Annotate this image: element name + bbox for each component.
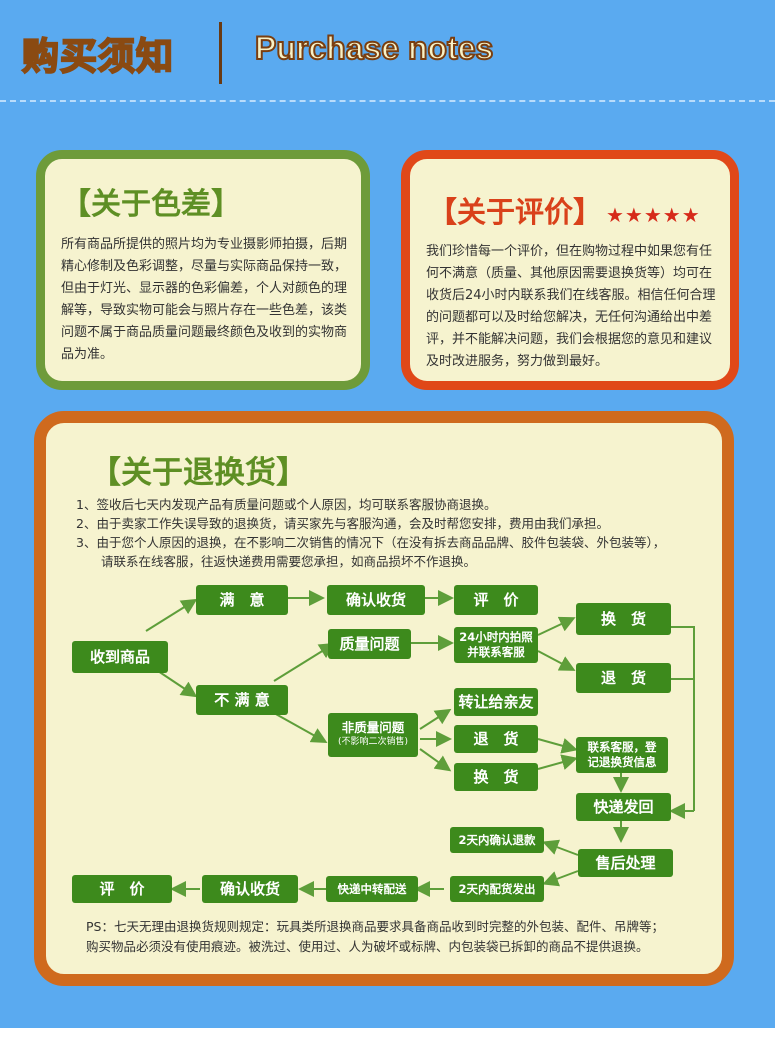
flow-box-exchange-2: 换 货 bbox=[454, 763, 538, 791]
return-rule: 2、由于卖家工作失误导致的退换货，请买家先与客服沟通，会及时帮您安排，费用由我们… bbox=[76, 516, 609, 531]
flow-box-refund-2: 退 货 bbox=[454, 725, 538, 753]
arrow-refund2-contact bbox=[537, 738, 578, 754]
return-rule: 3、由于您个人原因的退换，在不影响二次销售的情况下（在没有拆去商品品牌、胶件包装… bbox=[76, 535, 666, 550]
flow-box-confirm-receipt: 确认收货 bbox=[327, 585, 425, 615]
arrow-to-exchange2 bbox=[419, 748, 452, 772]
flow-box-exchange: 换 货 bbox=[576, 603, 671, 635]
flow-box-refund-2days: 2天内确认退款 bbox=[450, 827, 544, 853]
dashed-divider bbox=[0, 100, 775, 102]
color-difference-heading: 【关于色差】 bbox=[61, 187, 241, 222]
return-exchange-heading: 【关于退换货】 bbox=[90, 455, 307, 491]
color-difference-text: 所有商品所提供的照片均为专业摄影师拍摄，后期精心修制及色彩调整，尽量与实际商品保… bbox=[61, 237, 348, 362]
return-rule: 1、签收后七天内发现产品有质量问题或个人原因，均可联系客服协商退换。 bbox=[76, 497, 497, 512]
flow-box-contact-register: 联系客服，登 记退换货信息 bbox=[576, 737, 668, 773]
review-text: 我们珍惜每一个评价，但在购物过程中如果您有任何不满意（质量、其他原因需要退换货等… bbox=[426, 244, 716, 369]
return-rules: 1、签收后七天内发现产品有质量问题或个人原因，均可联系客服协商退换。 2、由于卖… bbox=[76, 495, 665, 571]
flow-box-refund: 退 货 bbox=[576, 663, 671, 693]
flow-box-unsatisfied: 不 满 意 bbox=[196, 685, 288, 715]
flow-box-express-transit: 快递中转配送 bbox=[326, 876, 418, 902]
flow-box-satisfied: 满 意 bbox=[196, 585, 288, 615]
ps-line: PS：七天无理由退换货规则规定：玩具类所退换商品要求具备商品收到时完整的外包装、… bbox=[86, 919, 664, 934]
arrow-to-satisfied bbox=[145, 598, 198, 632]
arrow-to-refund2days bbox=[542, 839, 579, 856]
ps-note: PS：七天无理由退换货规则规定：玩具类所退换商品要求具备商品收到时完整的外包装、… bbox=[86, 917, 664, 957]
arrow-to-quality bbox=[273, 642, 336, 682]
page-title-en: Purchase notes bbox=[254, 29, 494, 67]
flow-box-transfer: 转让给亲友 bbox=[454, 688, 538, 716]
return-flowchart: 收到商品 满 意 确认收货 评 价 不 满 意 质量问题 24小时内拍照 并联系… bbox=[46, 423, 722, 983]
flow-box-confirm-receipt-2: 确认收货 bbox=[202, 875, 298, 903]
arrow-to-ship2days bbox=[542, 870, 579, 887]
flow-box-photo-contact: 24小时内拍照 并联系客服 bbox=[454, 627, 538, 663]
connector-exchange bbox=[671, 626, 695, 811]
color-difference-card: 【关于色差】 所有商品所提供的照片均为专业摄影师拍摄，后期精心修制及色彩调整，尽… bbox=[36, 150, 370, 390]
review-card: 【关于评价】 ★★★★★ 我们珍惜每一个评价，但在购物过程中如果您有任何不满意（… bbox=[401, 150, 739, 390]
flow-box-ship-2days: 2天内配货发出 bbox=[450, 876, 544, 902]
arrow-to-refund bbox=[537, 650, 576, 671]
arrow-to-nonquality bbox=[273, 712, 328, 743]
ps-line: 购买物品必须没有使用痕迹。被洗过、使用过、人为破坏或标牌、内包装袋已拆卸的商品不… bbox=[86, 939, 649, 954]
title-divider bbox=[219, 22, 222, 84]
non-quality-label: 非质量问题 bbox=[341, 720, 405, 735]
return-exchange-card: 【关于退换货】 1、签收后七天内发现产品有质量问题或个人原因，均可联系客服协商退… bbox=[34, 411, 734, 986]
flow-box-quality-issue: 质量问题 bbox=[328, 629, 411, 659]
page-title-cn: 购买须知 bbox=[21, 34, 174, 79]
flow-box-after-sales: 售后处理 bbox=[578, 849, 673, 877]
arrow-to-transfer bbox=[419, 708, 452, 730]
arrow-to-exchange bbox=[537, 616, 576, 636]
star-rating-icon: ★★★★★ bbox=[606, 203, 701, 227]
flow-box-receive: 收到商品 bbox=[72, 641, 168, 673]
return-rule: 请联系在线客服，往返快递费用需要您承担，如商品损坏不作退换。 bbox=[76, 554, 477, 569]
review-heading: 【关于评价】 bbox=[428, 195, 603, 229]
non-quality-note: (不影响二次销售) bbox=[337, 737, 409, 747]
flow-box-non-quality: 非质量问题 (不影响二次销售) bbox=[328, 713, 418, 757]
arrow-exchange2-contact bbox=[537, 754, 578, 770]
flow-box-review-2: 评 价 bbox=[72, 875, 172, 903]
flow-box-review: 评 价 bbox=[454, 585, 538, 615]
flow-box-ship-back: 快递发回 bbox=[576, 793, 671, 821]
flow-arrows bbox=[145, 590, 695, 897]
